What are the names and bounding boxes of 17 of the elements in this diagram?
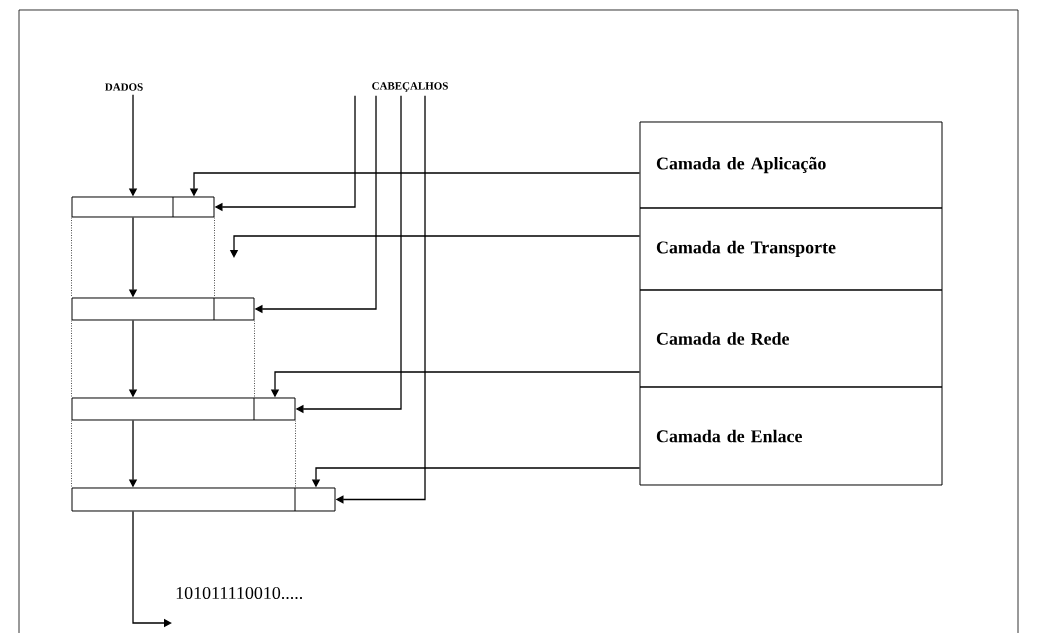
guide-line (71, 217, 72, 298)
layer-box: Camada de Transporte (639, 207, 943, 291)
column-heading: DADOS (105, 83, 143, 91)
guide-line (254, 320, 255, 398)
layer-box: Camada de Enlace (639, 386, 943, 486)
layer-box: Camada de Aplicação (639, 121, 943, 209)
guide-line (71, 320, 72, 398)
data-bar (71, 487, 336, 512)
guide-line (71, 420, 72, 488)
data-bar (71, 297, 255, 321)
data-bar (71, 196, 215, 218)
data-bar (71, 397, 296, 421)
bit-string: 101011110010..... (176, 586, 303, 600)
guide-line (214, 217, 215, 298)
layer-box: Camada de Rede (639, 289, 943, 388)
guide-line (295, 420, 296, 488)
column-heading: CABEÇALHOS (372, 82, 448, 92)
